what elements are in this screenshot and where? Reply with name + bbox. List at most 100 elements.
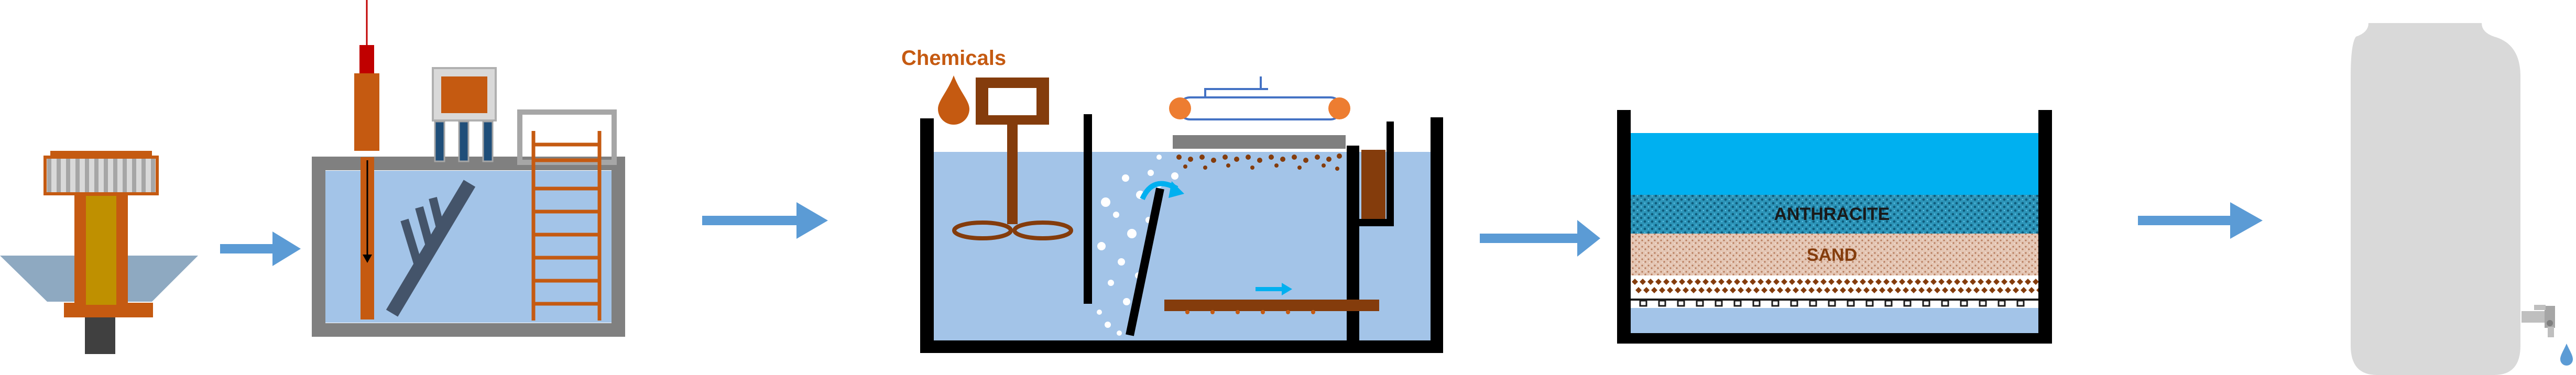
gravel-stone (1891, 279, 1897, 285)
underdrain-nozzle (1790, 300, 1798, 307)
storage-tank-body (2351, 23, 2520, 375)
media-filter: ANTHRACITE SAND (1617, 110, 2052, 344)
gravel-stone (1793, 287, 1799, 293)
baffle-left (1084, 114, 1092, 304)
gravel-stone (1730, 287, 1736, 293)
screening-chamber (312, 0, 625, 337)
gravel-stone (1840, 287, 1846, 293)
gravel-stone (1954, 279, 1960, 285)
gravel-stone (1970, 279, 1976, 285)
underdrain-nozzle (1639, 300, 1647, 307)
chemicals-label: Chemicals (901, 47, 1006, 70)
gravel-stone (1785, 287, 1791, 293)
gravel-stone (1832, 287, 1838, 293)
gravel-stone (1773, 279, 1780, 285)
gravel-stone (1993, 279, 2000, 285)
underdrain-nozzle (1960, 300, 1968, 307)
intake-base-plate (64, 303, 153, 317)
gravel-stone (1753, 287, 1760, 293)
gravel-stone (1923, 279, 1929, 285)
gravel-stone (1958, 287, 1964, 293)
gravel-stone (1981, 287, 1988, 293)
mixer-shaft (1007, 125, 1018, 224)
gravel-stone (1895, 287, 1901, 293)
mixer-paddle-left (952, 220, 1013, 240)
underdrain-nozzle (1828, 300, 1836, 307)
level-sensor-body (354, 73, 379, 151)
gravel-stone (1989, 287, 1995, 293)
gravel-stone (1655, 279, 1662, 285)
arrow-right-icon (1480, 220, 1600, 257)
gravel-stone (1828, 279, 1835, 285)
gravel-stone (2017, 279, 2023, 285)
underdrain-nozzle (1979, 300, 1987, 307)
chemical-drop-icon (938, 75, 969, 125)
gravel-stone (1915, 279, 1921, 285)
gravel-stone (1683, 287, 1689, 293)
gravel-stone (1718, 279, 1724, 285)
gravel-stone (1734, 279, 1740, 285)
underdrain-nozzle (1733, 300, 1742, 307)
gravel-stone (1911, 287, 1917, 293)
underdrain-nozzle (1677, 300, 1685, 307)
gravel-stone (1942, 287, 1948, 293)
intake-screen-cap (43, 156, 159, 195)
underdrain-nozzle (1715, 300, 1723, 307)
gravel-stone (1962, 279, 1968, 285)
flow-arrow-icon (1256, 283, 1292, 295)
gravel-stone (1643, 287, 1650, 293)
gravel-stone (1750, 279, 1756, 285)
gravel-stone (1800, 287, 1807, 293)
bottom-collector-pipe (1164, 300, 1379, 311)
gravel-stone (1930, 279, 1937, 285)
gravel-stone (1765, 279, 1772, 285)
gravel-stone (1950, 287, 1956, 293)
gravel-stone (1805, 279, 1811, 285)
ladder (531, 131, 602, 321)
arrow-right-icon (220, 231, 301, 266)
underdrain-nozzle (1752, 300, 1761, 307)
diffuser-pipe (1126, 188, 1164, 336)
water-drop-icon (2560, 344, 2573, 366)
gravel-stone (1946, 279, 1952, 285)
underdrain-nozzle (1922, 300, 1930, 307)
gravel-stone (1966, 287, 1972, 293)
gravel-stone (1640, 279, 1646, 285)
gravel-stone (1879, 287, 1885, 293)
gravel-stone (2021, 287, 2027, 293)
gravel-stone (1742, 279, 1748, 285)
arrow-right-icon (702, 202, 828, 239)
gravel-stone (1973, 287, 1980, 293)
gravel-stone (2005, 287, 2011, 293)
sand-label: SAND (1807, 245, 1857, 265)
gravel-stone (1808, 287, 1815, 293)
gravel-stone (2028, 287, 2035, 293)
gravel-stone (1675, 287, 1681, 293)
gravel-stone (1635, 287, 1642, 293)
gravel-stone (1938, 279, 1945, 285)
gravel-stone (1789, 279, 1795, 285)
gravel-stone (1671, 279, 1677, 285)
chamber-frame (312, 157, 625, 337)
underdrain-nozzle (1865, 300, 1874, 307)
underdrain-nozzle (1884, 300, 1893, 307)
gravel-stone (1761, 287, 1767, 293)
gravel-stone (2013, 287, 2019, 293)
level-sensor-head (359, 45, 374, 73)
intake-core (86, 196, 116, 305)
gravel-stone (1738, 287, 1744, 293)
anthracite-layer (1631, 195, 2039, 234)
gravel-stone (1844, 279, 1850, 285)
gravel-stone (2033, 279, 2039, 285)
gravel-stone (1632, 279, 1638, 285)
gravel-stone (1848, 287, 1854, 293)
gravel-stone (1887, 287, 1893, 293)
underdrain-nozzle (1941, 300, 1949, 307)
gravel-stone (1706, 287, 1712, 293)
gravel-stone (1690, 287, 1697, 293)
gravel-stone (1797, 279, 1803, 285)
gravel-stone (1836, 279, 1842, 285)
faucet-icon (2522, 305, 2555, 337)
gravel-stone (1769, 287, 1775, 293)
